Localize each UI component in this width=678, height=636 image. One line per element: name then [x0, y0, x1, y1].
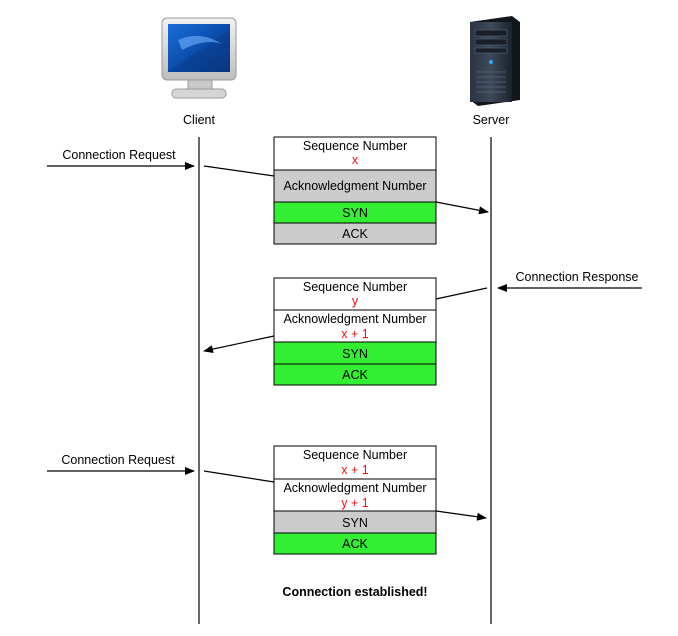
acknowledgment-value: y + 1	[341, 496, 368, 510]
connection-established-text: Connection established!	[282, 585, 427, 599]
acknowledgment-value: x + 1	[341, 327, 368, 341]
segment-connector	[435, 287, 488, 300]
tcp-segment: Sequence Number y Acknowledgment Number …	[273, 277, 437, 386]
segment-connector	[203, 470, 275, 483]
tcp-segment: Sequence Number x Acknowledgment Number …	[273, 136, 437, 245]
syn-flag-label: SYN	[342, 206, 368, 220]
exchange-1: Connection Request Sequence Number x Ack…	[47, 136, 489, 245]
outgoing-arrow	[435, 510, 487, 521]
desktop-computer-icon	[161, 17, 237, 99]
tcp-segment: Sequence Number x + 1 Acknowledgment Num…	[273, 445, 437, 555]
ack-flag	[273, 363, 437, 386]
acknowledgment-field	[273, 309, 437, 343]
segment-connector	[203, 165, 275, 177]
ack-flag-label: ACK	[342, 227, 368, 241]
exchange-3: Connection Request Sequence Number x + 1…	[47, 445, 487, 555]
outgoing-arrow	[435, 201, 489, 215]
server-tower-icon	[470, 16, 520, 106]
ack-flag	[273, 222, 437, 245]
sequence-label: Sequence Number	[303, 280, 407, 294]
exchange-2: Connection Response Sequence Number y Ac…	[203, 270, 642, 386]
acknowledgment-field	[273, 169, 437, 203]
acknowledgment-label: Acknowledgment Number	[283, 481, 426, 495]
acknowledgment-label: Acknowledgment Number	[283, 179, 426, 193]
syn-flag-label: SYN	[342, 347, 368, 361]
message-label: Connection Request	[61, 453, 175, 467]
message-label: Connection Response	[516, 270, 639, 284]
outgoing-arrow	[203, 335, 275, 354]
ack-flag	[273, 532, 437, 555]
server-label: Server	[473, 113, 510, 127]
sequence-value: y	[352, 294, 359, 308]
client-label: Client	[183, 113, 215, 127]
sequence-value: x	[352, 153, 359, 167]
message-label: Connection Request	[62, 148, 176, 162]
acknowledgment-field	[273, 478, 437, 512]
sequence-field	[273, 277, 437, 311]
sequence-label: Sequence Number	[303, 448, 407, 462]
acknowledgment-label: Acknowledgment Number	[283, 312, 426, 326]
sequence-value: x + 1	[341, 463, 368, 477]
ack-flag-label: ACK	[342, 537, 368, 551]
sequence-label: Sequence Number	[303, 139, 407, 153]
ack-flag-label: ACK	[342, 368, 368, 382]
syn-flag-label: SYN	[342, 516, 368, 530]
sequence-field	[273, 445, 437, 480]
